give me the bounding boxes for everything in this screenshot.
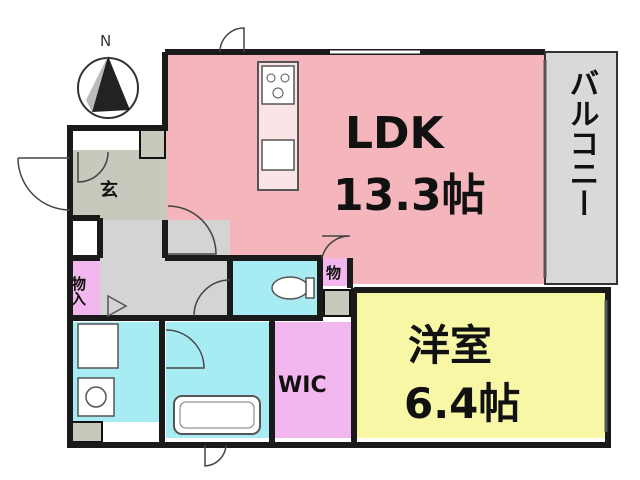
toilet-tank [305, 277, 315, 299]
toilet-bowl [271, 276, 309, 300]
storage-small-label: 物 [326, 264, 341, 282]
compass-needle-icon [92, 56, 130, 112]
washing-machine-pan-icon [77, 323, 119, 369]
entrance-door-icon [77, 151, 109, 183]
burner-icon [266, 73, 276, 83]
wic-room [272, 322, 354, 438]
inner-wall-entrance [70, 215, 103, 261]
storage-in-label: 物入 [69, 275, 87, 306]
western-room [354, 288, 606, 438]
toilet-door-icon [193, 279, 231, 317]
western-size-label: 6.4帖 [404, 379, 520, 428]
bath-door-icon [204, 444, 227, 467]
front-door-icon [17, 157, 71, 211]
storage-in-area [72, 258, 100, 318]
balcony-label: バルコニー [564, 68, 599, 218]
toilet-icon [271, 276, 315, 300]
ldk-door-icon [167, 205, 217, 255]
compass-needle-light-icon [86, 56, 108, 112]
sink-icon [261, 139, 295, 171]
balcony-area [545, 52, 617, 284]
compass: N [77, 32, 139, 119]
inner-wall-ldk-bottom [165, 255, 353, 321]
washbasin-bowl-icon [85, 386, 107, 408]
inner-wall-wet [70, 288, 357, 445]
pillar-block [139, 129, 166, 159]
doors [17, 27, 351, 467]
storage-in-door-icon [107, 294, 128, 318]
wic-label: WIC [278, 373, 327, 398]
storage-door-icon [321, 235, 351, 259]
shaft-block [323, 289, 351, 317]
burner-icon [280, 73, 290, 83]
pillar-block-2 [71, 421, 103, 443]
bathtub-icon [173, 395, 261, 435]
storage-small-area [322, 258, 350, 286]
top-door-icon [219, 27, 245, 53]
entrance-area [72, 150, 167, 220]
ldk-size-label: 13.3帖 [333, 170, 486, 221]
washroom-door-icon [165, 329, 205, 369]
kitchen-counter [257, 61, 299, 191]
western-name-label: 洋室 [408, 321, 492, 370]
bathtub-inner [179, 401, 255, 429]
ldk-name-label: LDK [345, 108, 446, 159]
entrance-label: 玄 [100, 179, 118, 201]
north-label: N [100, 32, 111, 50]
washbasin-icon [77, 377, 115, 417]
burner-icon [272, 87, 284, 99]
